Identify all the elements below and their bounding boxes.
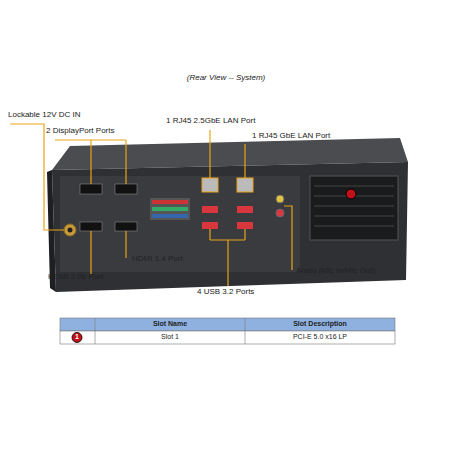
- port-label: HDMI 2.0b Port: [48, 272, 103, 281]
- header-pins: [152, 207, 188, 211]
- title: (Rear View -- System): [0, 73, 452, 82]
- port-label: Audio (Mic In/Mic Out): [296, 266, 375, 275]
- hdmi-port: [115, 222, 137, 231]
- callout-circle: [72, 333, 82, 343]
- port-label: 4 USB 3.2 Ports: [197, 287, 254, 296]
- expansion-slot: [310, 176, 398, 240]
- table-row: [60, 331, 395, 344]
- port-label: 1 RJ45 2.5GbE LAN Port: [166, 116, 255, 125]
- usb-port: [237, 222, 253, 229]
- displayport: [80, 184, 102, 194]
- header-pins: [152, 214, 188, 218]
- io-panel: [60, 176, 300, 272]
- displayport: [115, 184, 137, 194]
- vent-lines: [314, 186, 394, 226]
- hdmi-port: [80, 222, 102, 231]
- table-header-cell: Slot Description: [245, 320, 395, 328]
- dc-jack-pin: [68, 228, 73, 233]
- usb-port: [202, 206, 218, 213]
- header-pins: [152, 200, 188, 204]
- slot-marker: [346, 189, 356, 199]
- callout-number: 1: [72, 333, 82, 341]
- dc-jack: [64, 224, 76, 236]
- table-header: [60, 318, 395, 331]
- audio-jack: [276, 195, 284, 203]
- audio-jack: [276, 209, 284, 217]
- table-header-cell: Slot Name: [95, 320, 245, 328]
- port-label: 1 RJ45 GbE LAN Port: [252, 131, 330, 140]
- port-label: Lockable 12V DC IN: [8, 110, 80, 119]
- usb-port: [237, 206, 253, 213]
- header-block: [150, 198, 190, 220]
- table-rule: [95, 318, 96, 344]
- table-cell: Slot 1: [95, 333, 245, 341]
- usb-port: [202, 222, 218, 229]
- chassis-front: [52, 162, 408, 292]
- table-rule: [245, 318, 246, 344]
- rj45-port: [237, 178, 253, 192]
- port-label: HDMI 1.4 Port: [132, 254, 183, 263]
- leader-lines: [10, 124, 292, 286]
- port-label: 2 DisplayPort Ports: [46, 126, 114, 135]
- table-cell: PCI-E 5.0 x16 LP: [245, 333, 395, 341]
- rj45-port: [202, 178, 218, 192]
